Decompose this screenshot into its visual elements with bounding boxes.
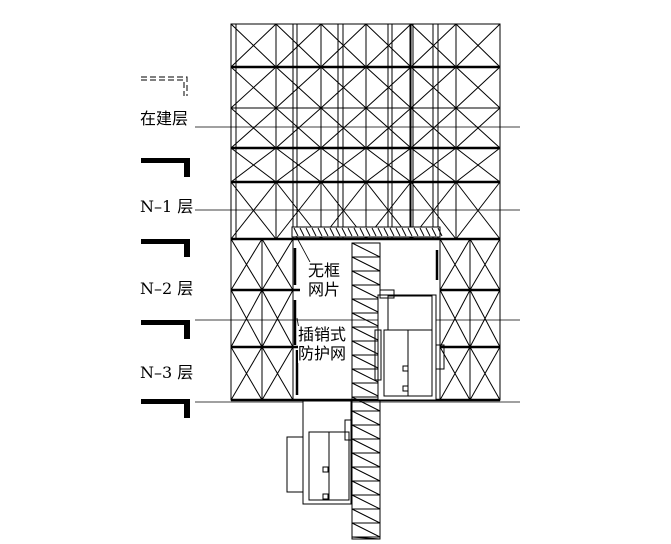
scaffold-frame-upper [230,23,501,240]
platform-hatch-line [377,227,383,237]
platform-hatch-line [419,227,425,237]
label-floor-building: 在建层 [140,109,189,128]
brace [275,181,322,240]
brace [261,346,294,401]
floor-marker-n1 [141,158,190,177]
brace [439,238,471,291]
scaffold-grid [230,23,501,240]
brace [469,346,501,401]
platform-hatch-line [329,227,335,237]
platform-hatch-line [305,227,311,237]
mast-brace [351,368,381,384]
platform-hatch-line [299,227,305,237]
brace [275,107,322,149]
platform-hatch-line [401,227,407,237]
hoist-cage-upper [374,289,445,401]
brace [230,346,263,401]
brace [230,289,263,348]
platform-hatch-line [335,227,341,237]
platform-hatch-line [437,227,443,237]
mast-brace [351,382,381,398]
brace [275,66,322,109]
floor-marker-n3 [141,320,190,339]
brace [439,289,471,348]
platform-hatch-line [347,227,353,237]
brace [230,238,263,291]
callout-pin-net-line2: 防护网 [298,344,347,363]
mast-brace [351,270,381,286]
mast-brace [351,508,381,524]
mast-brace [351,312,381,328]
mast-brace [351,340,381,356]
brace [455,147,501,183]
mast-brace [351,480,381,496]
brace [455,66,501,109]
brace [230,66,277,109]
mast-brace [351,452,381,468]
mast-brace [351,354,381,370]
platform-hatch-line [425,227,431,237]
brace [230,23,277,68]
brace [455,23,501,68]
mast-brace [351,424,381,440]
floor-slab-lines [231,65,500,402]
platform-hatch-line [395,227,401,237]
brace [261,238,294,291]
scaffold-frame-right-lower [439,238,501,401]
mast-brace [351,298,381,314]
brace [230,107,277,149]
brace [230,181,277,240]
platform-hatch-line [383,227,389,237]
brace [275,23,322,68]
callout-frameless-mesh-line2: 网片 [308,280,341,299]
platform-hatch-line [413,227,419,237]
mast-brace [351,326,381,342]
brace [275,147,322,183]
platform-hatch-line [353,227,359,237]
mast-brace [351,438,381,454]
floor-marker-n2 [141,239,190,257]
platform-hatch-line [371,227,377,237]
floor-marker-n4 [141,399,190,418]
mast-brace [351,466,381,482]
platform-hatch-line [323,227,329,237]
platform-hatch-line [407,227,413,237]
hoist-cage-lower [286,400,352,505]
mast-brace [351,242,381,258]
brace [455,181,501,240]
label-floor-n3: N–3 层 [140,363,194,382]
mast-brace [351,410,381,426]
scaffold-frame-left-lower [230,238,294,401]
hoist-mast [351,242,381,540]
label-floor-n2: N–2 层 [140,279,194,298]
callout-frameless-mesh-line1: 无框 [308,261,341,280]
brace [469,238,501,291]
platform-hatch-line [311,227,317,237]
brace [439,346,471,401]
floor-marker-building [141,76,188,96]
platform-hatch-line [293,227,299,237]
brace [455,107,501,149]
platform-hatch-line [431,227,437,237]
platform-hatch-line [341,227,347,237]
brace [230,147,277,183]
brace [469,289,501,348]
slab-extensions [195,126,520,403]
platform-hatch-line [365,227,371,237]
mesh-panel-markers [293,248,439,395]
mast-brace [351,284,381,300]
mast-brace [351,396,381,412]
platform-hatch-line [389,227,395,237]
label-floor-n1: N–1 层 [140,197,194,216]
working-platform [291,226,443,238]
callout-pin-net-line1: 插销式 [298,325,347,344]
brace [261,289,294,348]
mast-brace [351,494,381,510]
platform-hatch-line [317,227,323,237]
mast-brace [351,256,381,272]
mast-brace [351,522,381,538]
platform-hatch-line [359,227,365,237]
mast-brace [351,536,381,540]
